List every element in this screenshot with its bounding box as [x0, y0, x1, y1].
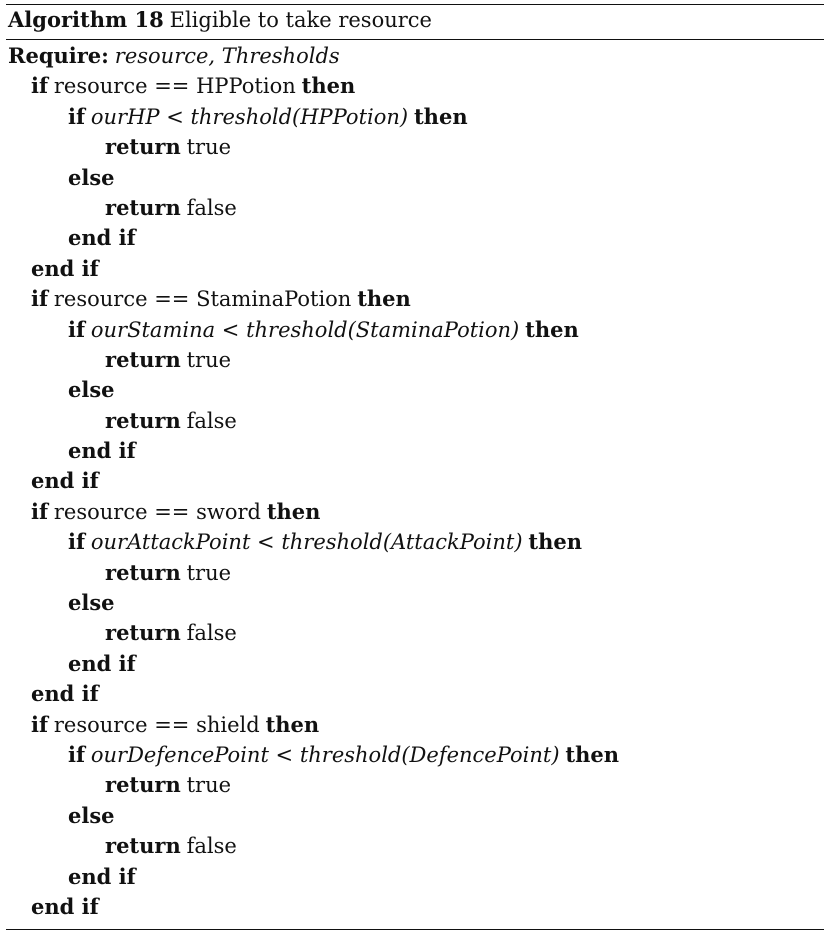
caption-rule [6, 39, 824, 40]
return-keyword: return [105, 194, 181, 220]
else-keyword: else [68, 802, 115, 828]
end-if-line: end if [6, 892, 824, 922]
condition: resource == StaminaPotion [53, 287, 352, 312]
if-keyword: if [68, 316, 86, 342]
false-value: false [186, 834, 237, 859]
else-keyword: else [68, 377, 115, 403]
then-keyword: then [528, 529, 583, 555]
if-keyword: if [31, 711, 49, 737]
algorithm-title: Eligible to take resource [169, 8, 432, 32]
return-keyword: return [105, 407, 181, 433]
algorithm-label: Algorithm 18 [8, 7, 164, 32]
inner-condition: ourAttackPoint < threshold(AttackPoint) [90, 530, 523, 555]
then-keyword: then [565, 741, 620, 767]
condition: resource == sword [53, 499, 261, 524]
else-keyword: else [68, 164, 115, 190]
end-if-keyword: end if [31, 468, 99, 494]
else-line: else [6, 163, 824, 193]
condition: resource == shield [53, 712, 260, 737]
end-if-keyword: end if [31, 255, 99, 281]
require-args: resource, Thresholds [114, 44, 340, 68]
return-keyword: return [105, 346, 181, 372]
return-keyword: return [105, 559, 181, 585]
top-rule [6, 4, 824, 5]
if-keyword: if [31, 73, 49, 99]
if-keyword: if [31, 498, 49, 524]
return-keyword: return [105, 833, 181, 859]
end-if-keyword: end if [68, 225, 136, 251]
true-value: true [186, 135, 232, 160]
return-keyword: return [105, 134, 181, 160]
condition: resource == HPPotion [53, 74, 296, 99]
end-if-keyword: end if [68, 863, 136, 889]
return-keyword: return [105, 772, 181, 798]
else-line: else [6, 375, 824, 405]
true-value: true [186, 560, 232, 585]
else-line: else [6, 588, 824, 618]
then-keyword: then [266, 498, 321, 524]
require-keyword: Require: [8, 43, 109, 68]
require-line: Require:resource, Thresholds [6, 41, 824, 71]
inner-end-if-line: end if [6, 862, 824, 892]
end-if-line: end if [6, 466, 824, 496]
end-if-line: end if [6, 254, 824, 284]
end-if-keyword: end if [68, 650, 136, 676]
then-keyword: then [525, 316, 579, 342]
if-keyword: if [68, 741, 86, 767]
return-keyword: return [105, 620, 181, 646]
inner-condition: ourStamina < threshold(StaminaPotion) [90, 317, 520, 342]
end-if-keyword: end if [31, 893, 99, 919]
then-keyword: then [413, 103, 468, 129]
false-value: false [186, 621, 237, 646]
inner-condition: ourHP < threshold(HPPotion) [90, 104, 409, 129]
inner-end-if-line: end if [6, 223, 824, 253]
end-if-keyword: end if [68, 438, 136, 464]
end-if-keyword: end if [31, 681, 99, 707]
false-value: false [186, 195, 237, 220]
false-value: false [186, 408, 237, 433]
inner-end-if-line: end if [6, 649, 824, 679]
true-value: true [186, 773, 232, 798]
then-keyword: then [301, 73, 356, 99]
inner-condition: ourDefencePoint < threshold(DefencePoint… [90, 742, 560, 767]
then-keyword: then [357, 286, 411, 312]
then-keyword: then [265, 711, 320, 737]
if-keyword: if [68, 103, 86, 129]
true-value: true [186, 347, 232, 372]
inner-end-if-line: end if [6, 436, 824, 466]
else-line: else [6, 801, 824, 831]
if-keyword: if [68, 529, 86, 555]
else-keyword: else [68, 590, 115, 616]
if-keyword: if [31, 286, 49, 312]
end-if-line: end if [6, 679, 824, 709]
